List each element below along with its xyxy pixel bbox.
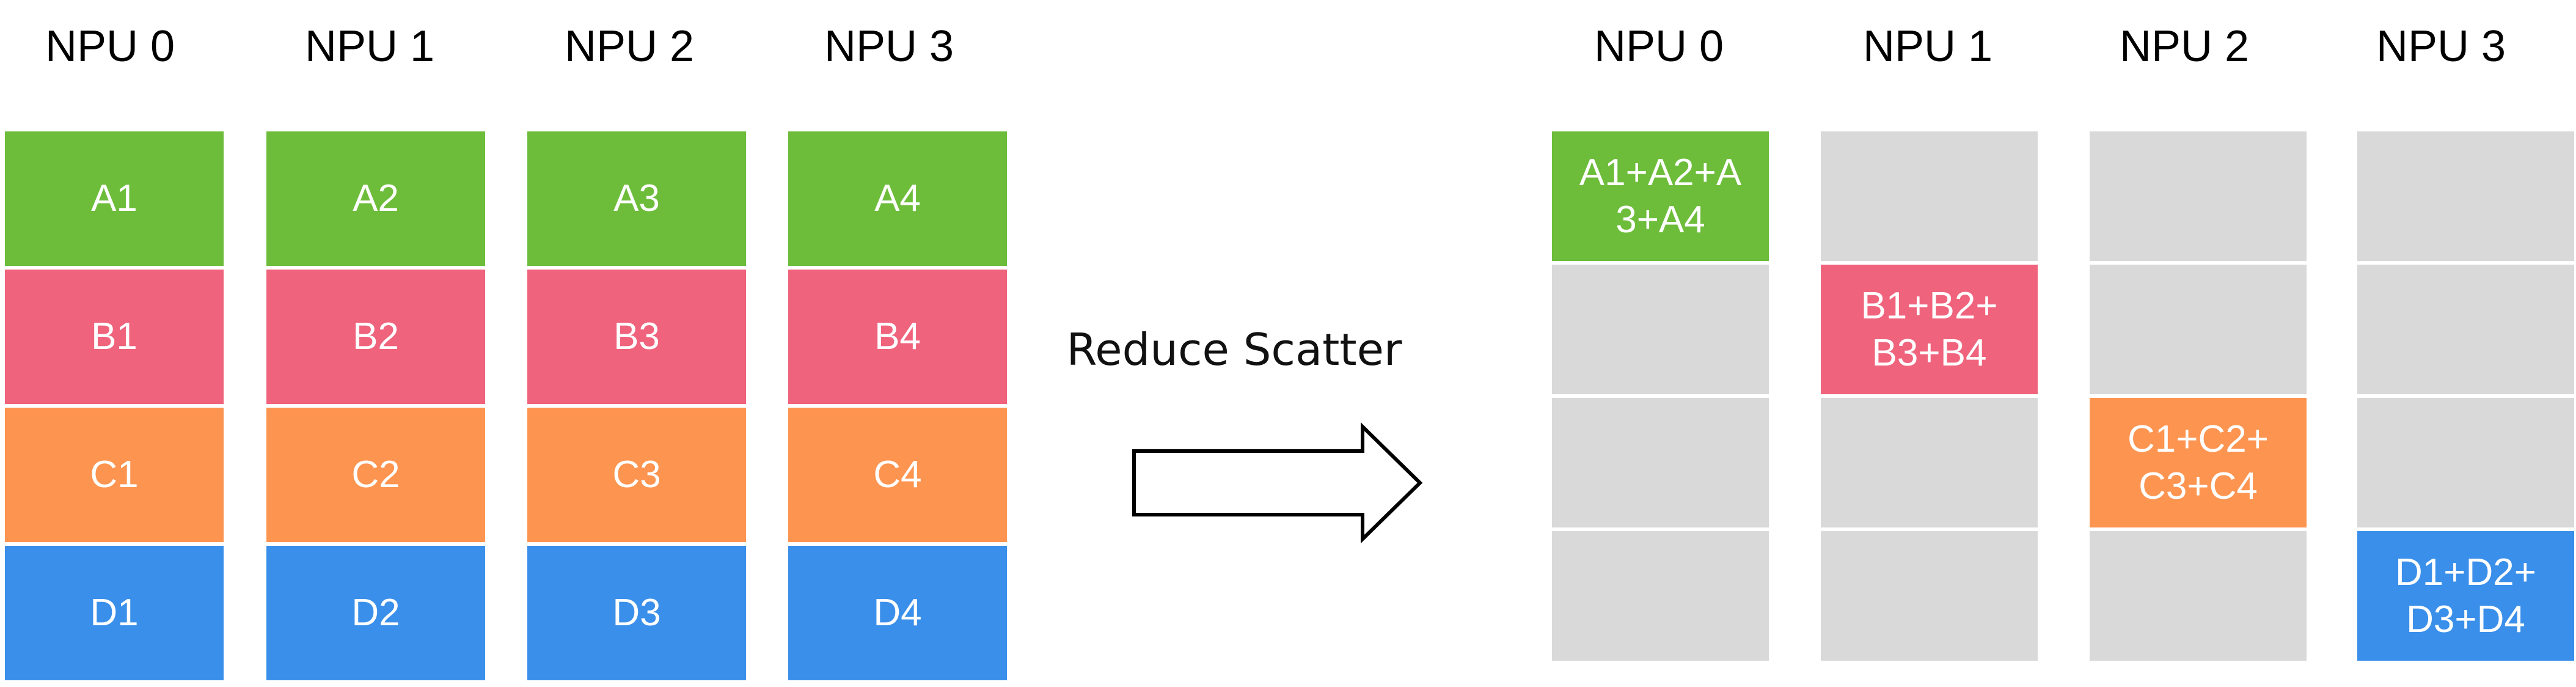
operation-label: Reduce Scatter	[1066, 324, 1402, 375]
cell-c1: C1	[5, 408, 224, 542]
result-cell-a: A1+A2+A 3+A4	[1552, 131, 1769, 261]
left-npu1-header: NPU 1	[304, 22, 435, 71]
right-npu0-column: A1+A2+A 3+A4	[1552, 131, 1769, 663]
cell-d2: D2	[266, 546, 485, 680]
cell-b4: B4	[788, 270, 1007, 404]
cell-c2: C2	[266, 408, 485, 542]
cell-d1: D1	[5, 546, 224, 680]
empty-cell	[2090, 131, 2307, 261]
cell-c3: C3	[527, 408, 746, 542]
empty-cell	[2357, 131, 2574, 261]
right-npu3-header: NPU 3	[2376, 22, 2506, 71]
cell-a3: A3	[527, 131, 746, 266]
left-npu2-column: A3 B3 C3 D3	[527, 131, 746, 681]
result-cell-b: B1+B2+ B3+B4	[1821, 265, 2038, 394]
empty-cell	[1821, 131, 2038, 261]
left-npu3-header: NPU 3	[824, 22, 954, 71]
empty-cell	[1552, 398, 1769, 527]
result-cell-d: D1+D2+ D3+D4	[2357, 531, 2574, 661]
empty-cell	[2357, 265, 2574, 394]
cell-d4: D4	[788, 546, 1007, 680]
left-npu3-column: A4 B4 C4 D4	[788, 131, 1007, 681]
cell-d3: D3	[527, 546, 746, 680]
left-npu1-column: A2 B2 C2 D2	[266, 131, 485, 681]
empty-cell	[1552, 531, 1769, 661]
empty-cell	[1821, 398, 2038, 527]
cell-a1: A1	[5, 131, 224, 266]
cell-a4: A4	[788, 131, 1007, 266]
cell-b1: B1	[5, 270, 224, 404]
cell-c4: C4	[788, 408, 1007, 542]
empty-cell	[2090, 531, 2307, 661]
empty-cell	[1821, 531, 2038, 661]
cell-b3: B3	[527, 270, 746, 404]
left-npu2-header: NPU 2	[564, 22, 695, 71]
right-npu2-column: C1+C2+ C3+C4	[2090, 131, 2307, 663]
right-npu0-header: NPU 0	[1594, 22, 1724, 71]
empty-cell	[1552, 265, 1769, 394]
result-cell-c: C1+C2+ C3+C4	[2090, 398, 2307, 527]
left-npu0-column: A1 B1 C1 D1	[5, 131, 224, 681]
right-npu1-header: NPU 1	[1862, 22, 1993, 71]
right-npu3-column: D1+D2+ D3+D4	[2357, 131, 2574, 663]
right-arrow-icon	[1132, 422, 1423, 544]
cell-b2: B2	[266, 270, 485, 404]
empty-cell	[2357, 398, 2574, 527]
right-npu1-column: B1+B2+ B3+B4	[1821, 131, 2038, 663]
left-npu0-header: NPU 0	[45, 22, 175, 71]
cell-a2: A2	[266, 131, 485, 266]
empty-cell	[2090, 265, 2307, 394]
right-npu2-header: NPU 2	[2119, 22, 2250, 71]
